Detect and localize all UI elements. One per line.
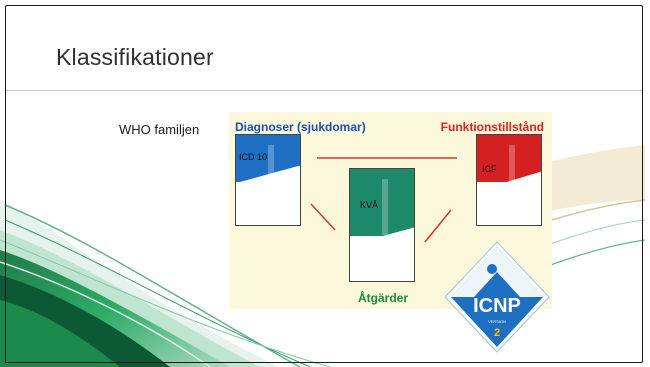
book-kva-diagonal: [350, 227, 414, 281]
icnp-bird-icon: [487, 264, 497, 274]
book-icf-label: ICF: [482, 164, 497, 174]
slide-subtitle: WHO familjen: [119, 122, 200, 137]
connector-right: [424, 209, 452, 243]
header-diagnoser: Diagnoser (sjukdomar): [235, 120, 366, 134]
book-kva-label: KVÅ: [360, 200, 379, 210]
who-family-diagram: Diagnoser (sjukdomar) Funktionstillstånd…: [229, 112, 552, 309]
book-icf: ICF: [476, 134, 542, 226]
slide-border: [5, 5, 643, 363]
icnp-version-label: VERSION: [488, 319, 506, 324]
book-icd10-label: ICD 10: [239, 152, 268, 162]
book-icf-cover: [477, 135, 541, 185]
book-icd10-diagonal: [236, 165, 300, 225]
book-icf-diagonal: [477, 171, 541, 225]
header-funktionstillstand: Funktionstillstånd: [440, 120, 544, 134]
connector-left: [310, 203, 336, 231]
connector-lines: [310, 157, 457, 243]
title-divider: [6, 90, 642, 91]
book-kva-cover: [350, 169, 414, 237]
icnp-badge: ICNP VERSION 2: [444, 241, 550, 353]
book-kva: KVÅ: [349, 168, 415, 282]
header-atgarder: Åtgärder: [358, 291, 409, 305]
book-icd10: ICD 10: [235, 134, 301, 226]
slide-title: Klassifikationer: [56, 44, 214, 70]
icnp-text: ICNP: [473, 295, 521, 317]
icnp-version-number: 2: [494, 327, 500, 339]
